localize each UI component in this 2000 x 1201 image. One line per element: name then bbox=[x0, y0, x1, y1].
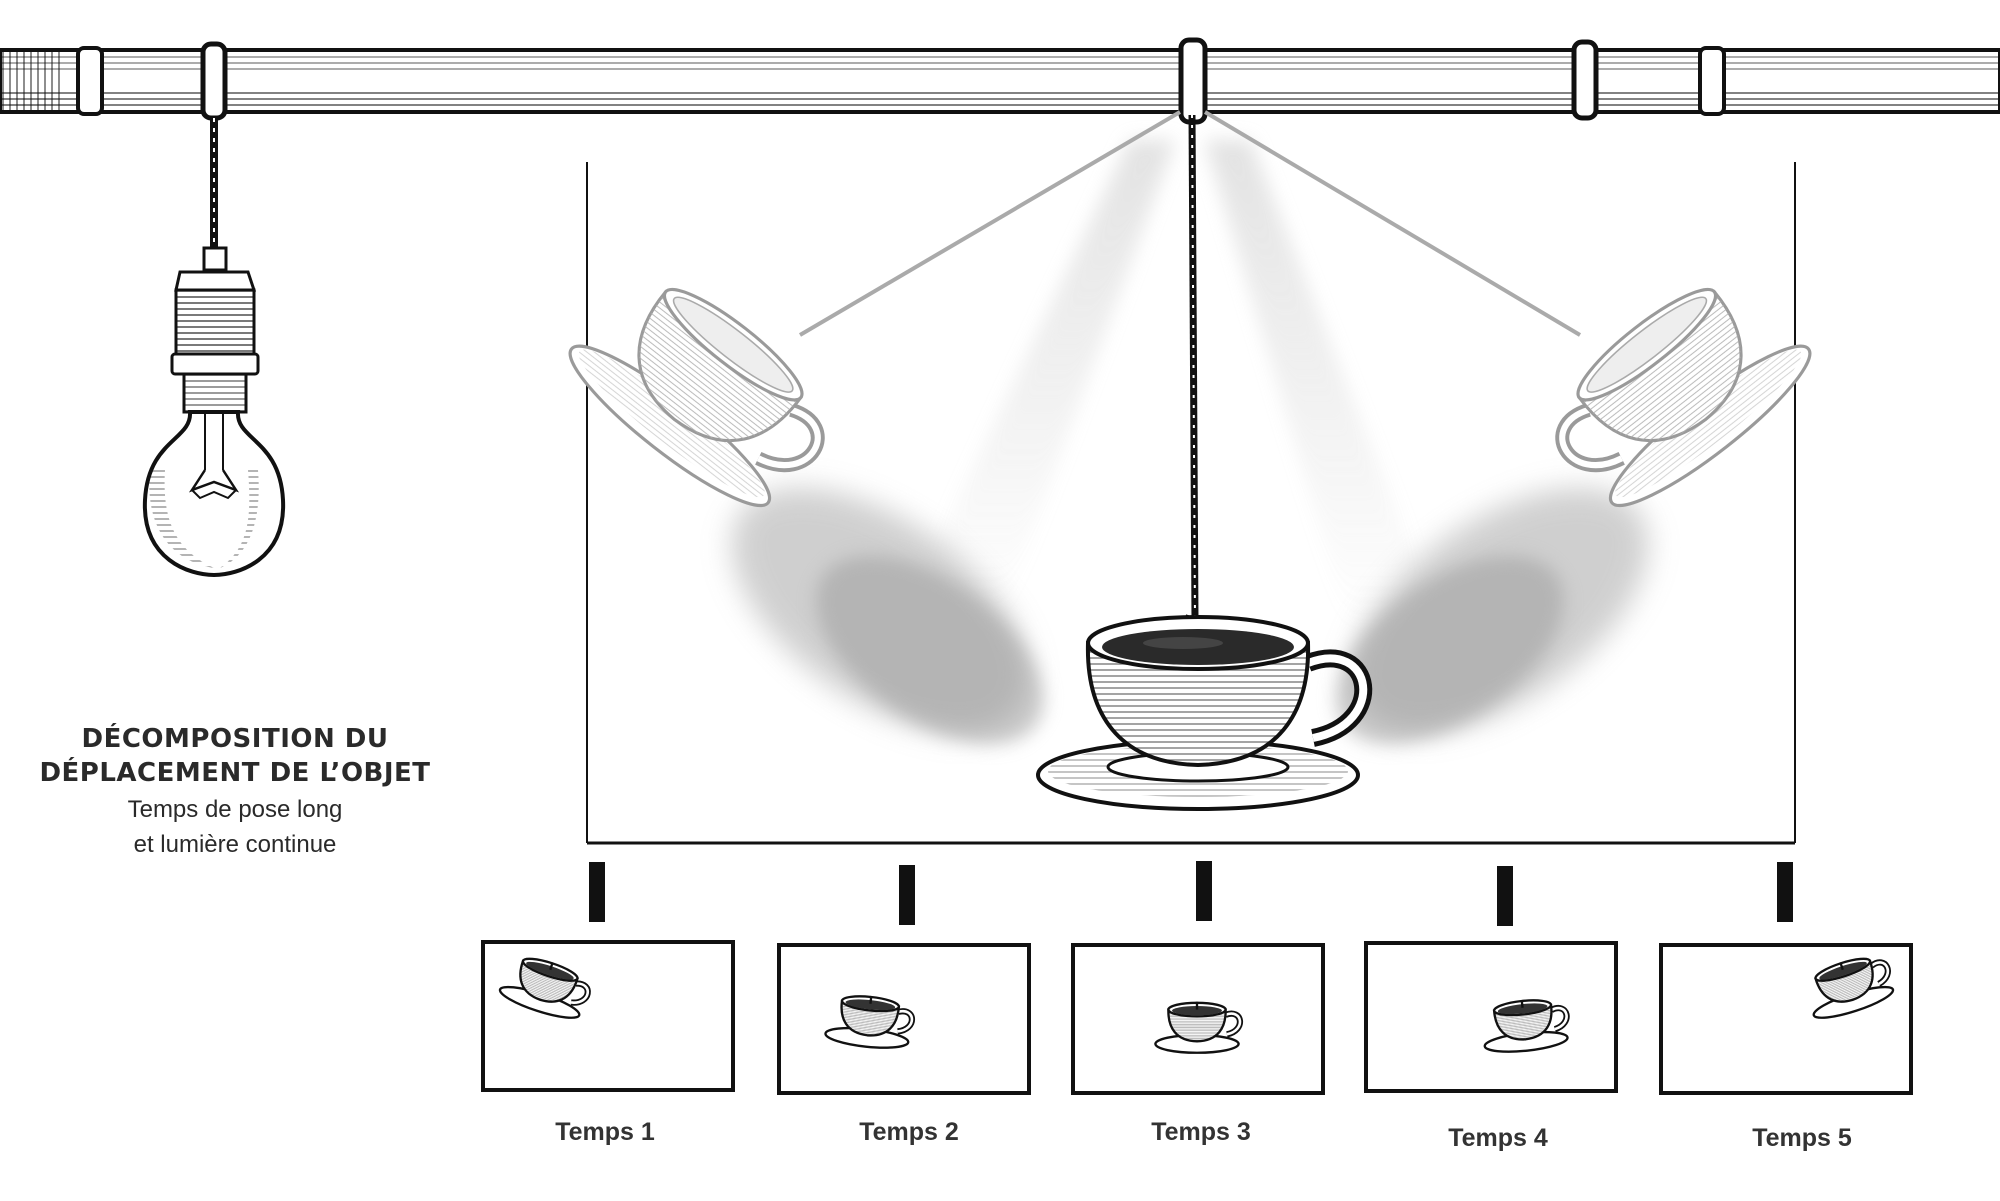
light-beam bbox=[905, 140, 1440, 630]
frame-temps-1 bbox=[481, 940, 735, 1092]
frame-temps-2 bbox=[777, 943, 1031, 1095]
caption-title-line-1: DÉCOMPOSITION DU bbox=[81, 724, 389, 754]
tick-marks bbox=[589, 861, 1793, 926]
exposure-frame bbox=[586, 162, 1796, 845]
frame-temps-3 bbox=[1071, 943, 1325, 1095]
frame-label-temps-3: Temps 3 bbox=[1151, 1118, 1251, 1146]
caption-subtitle-line-1: Temps de pose long bbox=[127, 796, 343, 823]
swing-string bbox=[798, 110, 1582, 337]
frame-temps-4 bbox=[1364, 941, 1618, 1093]
caption-title-line-2: DÉPLACEMENT DE L’OBJET bbox=[39, 758, 431, 788]
caption-subtitle-line-2: et lumière continue bbox=[133, 831, 337, 858]
motion-blur-trail bbox=[731, 487, 1649, 745]
frame-label-temps-4: Temps 4 bbox=[1448, 1124, 1548, 1152]
ghost-cup-right bbox=[1533, 252, 1825, 526]
ghost-cup-left bbox=[555, 252, 847, 526]
rope-knot bbox=[200, 37, 1599, 125]
frame-label-temps-5: Temps 5 bbox=[1752, 1124, 1852, 1152]
center-string bbox=[1184, 114, 1203, 638]
light-bulb-icon bbox=[142, 118, 286, 578]
frame-label-temps-1: Temps 1 bbox=[555, 1118, 655, 1146]
frame-temps-5 bbox=[1659, 943, 1913, 1095]
frame-label-temps-2: Temps 2 bbox=[859, 1118, 959, 1146]
bar-ring bbox=[76, 46, 1726, 116]
coffee-cup bbox=[1038, 617, 1363, 809]
diagram-caption: DÉCOMPOSITION DU DÉPLACEMENT DE L’OBJET … bbox=[30, 722, 440, 860]
hanging-bar bbox=[0, 37, 2000, 125]
